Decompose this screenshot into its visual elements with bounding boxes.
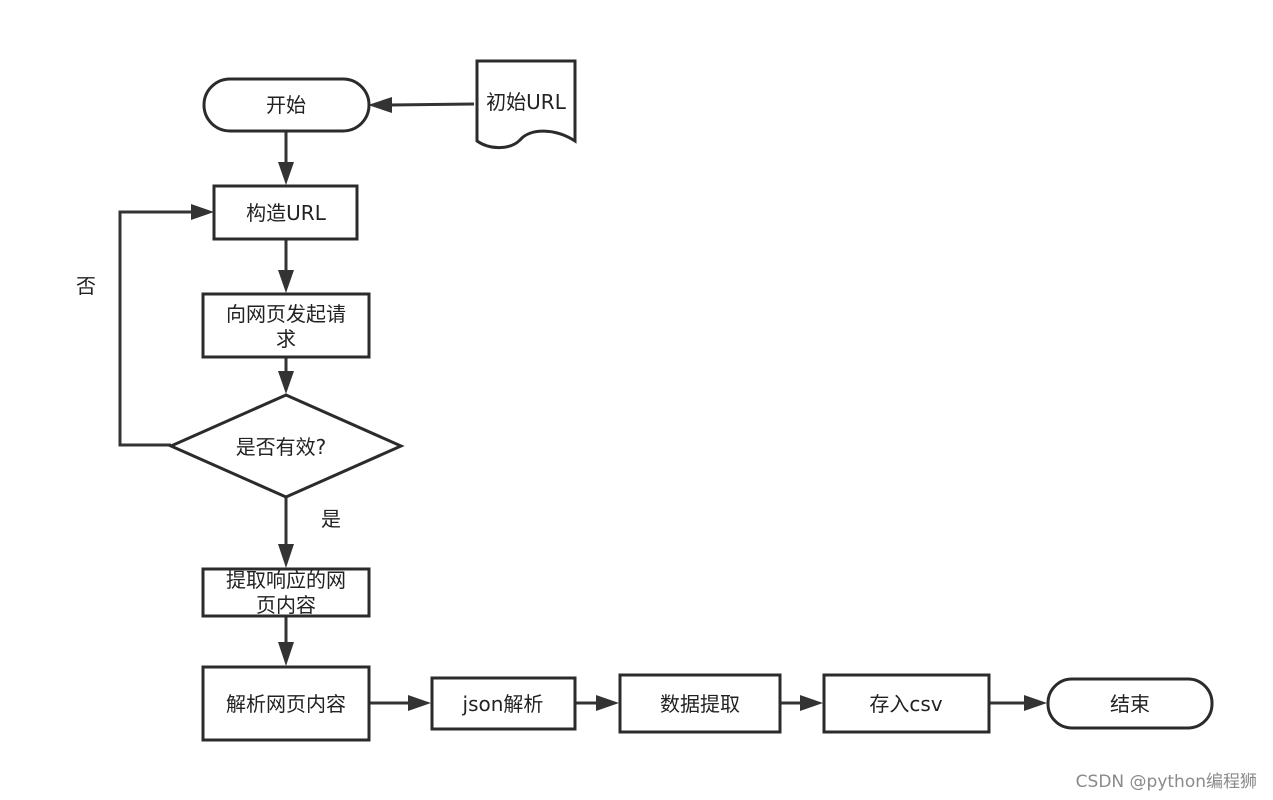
end-label: 结束 xyxy=(1110,692,1150,716)
edge-csv-to-end xyxy=(989,695,1047,711)
request-process: 向网页发起请 求 xyxy=(201,292,371,359)
edge-decision-yes-to-extract xyxy=(278,497,294,568)
parse-page-label: 解析网页内容 xyxy=(226,692,346,716)
edge-decision-no-loop xyxy=(118,204,214,447)
start-terminal: 开始 xyxy=(202,77,371,133)
request-label-line-2: 求 xyxy=(276,327,296,351)
end-terminal: 结束 xyxy=(1046,677,1214,730)
edge-initial-url-to-start xyxy=(368,97,475,113)
extract-response-label-line-1: 提取响应的网 xyxy=(226,568,346,592)
edge-start-to-build-url xyxy=(278,131,294,185)
edge-extract-to-parse xyxy=(278,616,294,666)
edge-json-to-extract-data xyxy=(575,695,619,711)
start-label: 开始 xyxy=(266,93,306,117)
initial-url-label: 初始URL xyxy=(486,90,567,114)
data-extract-process: 数据提取 xyxy=(618,673,782,734)
edge-parse-to-json xyxy=(369,695,431,711)
watermark: CSDN @python编程狮 xyxy=(1075,772,1257,792)
request-label-line-1: 向网页发起请 xyxy=(226,302,346,326)
parse-page-process: 解析网页内容 xyxy=(201,665,371,742)
json-parse-label: json解析 xyxy=(462,692,544,716)
yes-edge-label: 是 xyxy=(321,507,341,531)
extract-response-label-line-2: 页内容 xyxy=(256,593,316,617)
edge-request-to-decision xyxy=(278,357,294,394)
no-edge-label: 否 xyxy=(76,274,96,298)
initial-url-document: 初始URL xyxy=(475,59,577,150)
build-url-label: 构造URL xyxy=(246,201,327,225)
data-extract-label: 数据提取 xyxy=(660,692,740,716)
save-csv-label: 存入csv xyxy=(869,692,942,716)
extract-response-process: 提取响应的网 页内容 xyxy=(201,567,371,618)
save-csv-process: 存入csv xyxy=(822,673,991,734)
validity-decision: 是否有效? xyxy=(167,393,405,499)
json-parse-process: json解析 xyxy=(430,676,577,731)
build-url-process: 构造URL xyxy=(212,184,359,241)
edge-build-url-to-request xyxy=(278,239,294,293)
edge-extract-data-to-csv xyxy=(780,695,823,711)
validity-label: 是否有效? xyxy=(236,435,327,459)
